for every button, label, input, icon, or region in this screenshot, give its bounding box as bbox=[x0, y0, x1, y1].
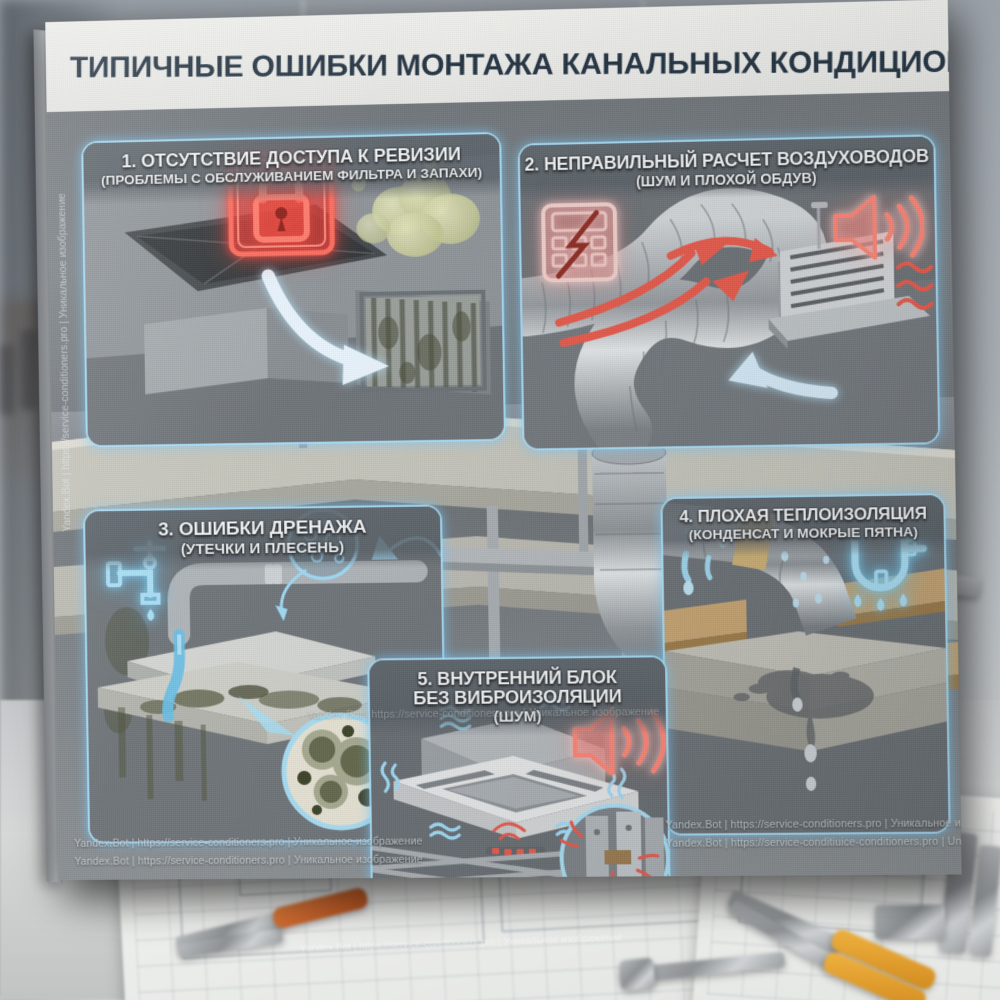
panel-2[interactable]: 2. НЕПРАВИЛЬНЫЙ РАСЧЕТ ВОЗДУХОВОДОВ (ШУМ… bbox=[517, 134, 941, 451]
illustration-field: 1. ОТСУТСТВИЕ ДОСТУПА К РЕВИЗИИ (ПРОБЛЕМ… bbox=[46, 91, 962, 881]
panel-2-artwork bbox=[519, 136, 939, 449]
panel-5-header: 5. ВНУТРЕННИЙ БЛОК БЕЗ ВИБРОИЗОЛЯЦИИ (ШУ… bbox=[369, 657, 667, 738]
panel-3-subtitle: (УТЕЧКИ И ПЛЕСЕНЬ) bbox=[180, 539, 345, 559]
rigid-duct-bend bbox=[47, 91, 962, 880]
watermark-text: Yandex.Bot | https://service-conditioner… bbox=[665, 816, 962, 832]
panel-3-title: 3. ОШИБКИ ДРЕНАЖА bbox=[157, 516, 367, 541]
panel-4-artwork bbox=[662, 495, 949, 834]
panel-1[interactable]: 1. ОТСУТСТВИЕ ДОСТУПА К РЕВИЗИИ (ПРОБЛЕМ… bbox=[81, 131, 507, 448]
page-title: ТИПИЧНЫЕ ОШИБКИ МОНТАЖА КАНАЛЬНЫХ КОНДИЦ… bbox=[69, 44, 962, 85]
panel-3-header: 3. ОШИБКИ ДРЕНАЖА (УТЕЧКИ И ПЛЕСЕНЬ) bbox=[84, 506, 441, 572]
panel-4[interactable]: 4. ПЛОХАЯ ТЕПЛОИЗОЛЯЦИЯ (КОНДЕНСАТ И МОК… bbox=[660, 493, 951, 836]
curved-arrow-icon bbox=[268, 273, 390, 386]
panel-4-header: 4. ПЛОХАЯ ТЕПЛОИЗОЛЯЦИЯ (КОНДЕНСАТ И МОК… bbox=[662, 495, 945, 558]
background-hanging-tool bbox=[20, 330, 36, 410]
watermark-text: Yandex.Bot | https://service-conditiuice… bbox=[665, 835, 962, 850]
panel-4-subtitle: (КОНДЕНСАТ И МОКРЫЕ ПЯТНА) bbox=[688, 524, 918, 543]
metal-block bbox=[875, 905, 965, 945]
calculator-icon bbox=[539, 200, 620, 285]
panel-1-header: 1. ОТСУТСТВИЕ ДОСТУПА К РЕВИЗИИ (ПРОБЛЕМ… bbox=[83, 133, 501, 206]
panel-5[interactable]: 5. ВНУТРЕННИЙ БЛОК БЕЗ ВИБРОИЗОЛЯЦИИ (ШУ… bbox=[367, 655, 672, 881]
background-hanging-tool bbox=[0, 345, 14, 415]
canvas-poster: ТИПИЧНЫЕ ОШИБКИ МОНТАЖА КАНАЛЬНЫХ КОНДИЦ… bbox=[33, 0, 973, 902]
watermark-text: Yandex.Bot | https://service-conditioner… bbox=[74, 853, 423, 868]
panel-3[interactable]: 3. ОШИБКИ ДРЕНАЖА (УТЕЧКИ И ПЛЕСЕНЬ) bbox=[82, 504, 448, 844]
panel-2-header: 2. НЕПРАВИЛЬНЫЙ РАСЧЕТ ВОЗДУХОВОДОВ (ШУМ… bbox=[519, 136, 935, 203]
watermark-text: Yandex.Bot | https://service-conditioner… bbox=[74, 835, 423, 850]
speaker-noise-icon bbox=[828, 188, 925, 267]
